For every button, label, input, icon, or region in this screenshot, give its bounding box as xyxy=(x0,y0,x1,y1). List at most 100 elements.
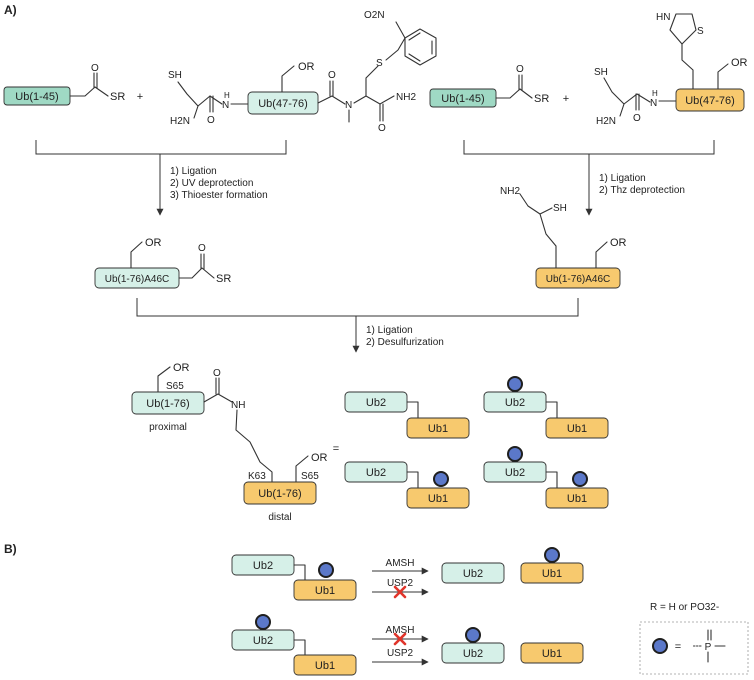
intermediate-left-label: Ub(1-76)A46C xyxy=(105,274,169,285)
ub-47-76-thz-peptide: SH H2N O N H Ub(47-76) HN S OR xyxy=(594,12,748,127)
k63-label: K63 xyxy=(248,471,266,482)
carbonyl-o-left: O xyxy=(91,63,99,74)
right-step-2: 2) Thz deprotection xyxy=(599,185,685,196)
v1-ub2-label: Ub2 xyxy=(366,397,386,409)
s65-distal: S65 xyxy=(301,471,319,482)
variant-proximal-phospho: Ub2 Ub1 xyxy=(483,376,609,439)
a2p-ub1-box xyxy=(520,642,584,664)
legend-equals: = xyxy=(675,641,681,653)
assay-1-arrows: AMSH USP2 xyxy=(372,558,429,599)
isopeptide-o: O xyxy=(213,368,221,379)
a1-ub2-label: Ub2 xyxy=(253,560,273,572)
center-step-1: 1) Ligation xyxy=(366,325,413,336)
a1-ub1-box xyxy=(293,579,357,601)
thz-s: S xyxy=(697,26,704,37)
v1-ub1-label: Ub1 xyxy=(428,423,448,435)
ub-1-45-label-right: Ub(1-45) xyxy=(441,93,484,105)
a1-ub1-label: Ub1 xyxy=(315,585,335,597)
phospho-icon-core xyxy=(574,473,586,485)
or-left-peptide: OR xyxy=(298,61,315,73)
a1p-ub2-box xyxy=(441,562,505,584)
intermediate-left: Ub(1-76)A46C OR O SR xyxy=(94,237,231,289)
left-step-3: 3) Thioester formation xyxy=(170,190,268,201)
plus-left: + xyxy=(137,91,143,103)
phospho-icon-core xyxy=(509,448,521,460)
v2-ub1-box xyxy=(545,417,609,439)
v4-ub2-label: Ub2 xyxy=(505,467,525,479)
intermediate-right: Ub(1-76)A46C NH2 SH OR xyxy=(500,186,627,289)
plus-right: + xyxy=(563,93,569,105)
v2-ub1-label: Ub1 xyxy=(567,423,587,435)
v2-ub2-label: Ub2 xyxy=(505,397,525,409)
cys-sh-right: SH xyxy=(594,67,608,78)
cys-sh-left: SH xyxy=(168,70,182,81)
amide-h-right: H xyxy=(652,89,658,98)
assay-1-substrate: Ub2 Ub1 xyxy=(231,554,357,601)
variant-double-phospho: Ub2 Ub1 xyxy=(483,446,609,509)
legend-box xyxy=(639,621,749,675)
thioester-sr-right: SR xyxy=(534,93,549,105)
or-intermediate-right: OR xyxy=(610,237,627,249)
variant-unphosphorylated: Ub2 Ub1 xyxy=(344,391,470,439)
left-bracket-arrow: 1) Ligation 2) UV deprotection 3) Thioes… xyxy=(35,140,287,216)
a2p-ub1-label: Ub1 xyxy=(542,648,562,660)
proximal-box xyxy=(131,391,205,415)
v3-ub2-label: Ub2 xyxy=(366,467,386,479)
amide-o-2: O xyxy=(328,70,336,81)
a2-ub1-label: Ub1 xyxy=(315,660,335,672)
legend: R = H or PO32- = P xyxy=(639,602,749,675)
r-definition: R = H or PO32- xyxy=(650,602,719,613)
v3-ub1-label: Ub1 xyxy=(428,493,448,505)
terminal-nh2: NH2 xyxy=(396,92,416,103)
amide-o-left: O xyxy=(207,115,215,126)
thioester-sr-intermediate: SR xyxy=(216,273,231,285)
a2-usp2-label: USP2 xyxy=(387,648,414,659)
amide-o-right: O xyxy=(633,113,641,124)
right-step-1: 1) Ligation xyxy=(599,173,646,184)
amide-n-right: N xyxy=(650,98,657,109)
ub-1-45-thioester-left: Ub(1-45) O SR xyxy=(3,63,125,106)
thioester-sr-left: SR xyxy=(110,91,125,103)
amide-o-3: O xyxy=(378,123,386,134)
right-bracket-arrow: 1) Ligation 2) Thz deprotection xyxy=(463,140,715,216)
ub-1-45-label-left: Ub(1-45) xyxy=(15,91,58,103)
a2-ub2-label: Ub2 xyxy=(253,635,273,647)
v3-ub1-box xyxy=(406,487,470,509)
phospho-icon-core xyxy=(509,378,521,390)
or-right-peptide: OR xyxy=(731,57,748,69)
or-intermediate-left: OR xyxy=(145,237,162,249)
intermediate-right-box xyxy=(535,267,621,289)
blocked-x-icon xyxy=(393,632,407,646)
panel-b-label: B) xyxy=(4,542,17,556)
panel-a-label: A) xyxy=(4,3,17,17)
thiolysine-nh2: NH2 xyxy=(500,186,520,197)
assay-1-products: Ub2 Ub1 xyxy=(441,547,584,584)
s65-proximal: S65 xyxy=(166,381,184,392)
or-distal: OR xyxy=(311,452,328,464)
assay-2-products: Ub2 Ub1 xyxy=(441,627,584,664)
left-step-1: 1) Ligation xyxy=(170,166,217,177)
carbonyl-o-intermediate: O xyxy=(198,243,206,254)
phospho-icon-core xyxy=(546,549,558,561)
assay-2-substrate: Ub2 Ub1 xyxy=(231,614,357,676)
thioether-s: S xyxy=(376,58,383,69)
diubiquitin-product: Ub(1-76) proximal OR S65 O NH Ub(1-76) d… xyxy=(131,362,339,523)
amide-h-left: H xyxy=(224,91,230,100)
blocked-x-icon xyxy=(393,585,407,599)
assay-2-arrows: AMSH USP2 xyxy=(372,625,429,666)
h2n-right: H2N xyxy=(596,116,616,127)
amide-n-left: N xyxy=(222,100,229,111)
phospho-icon-core xyxy=(257,616,269,628)
intermediate-right-label: Ub(1-76)A46C xyxy=(546,274,610,285)
phospho-icon-core xyxy=(654,640,666,652)
a1p-ub1-label: Ub1 xyxy=(542,568,562,580)
center-bracket-arrow: 1) Ligation 2) Desulfurization xyxy=(136,298,579,353)
a2-amsh-label: AMSH xyxy=(386,625,415,636)
a1-usp2-label: USP2 xyxy=(387,578,414,589)
a1-amsh-label: AMSH xyxy=(386,558,415,569)
v4-ub1-label: Ub1 xyxy=(567,493,587,505)
ub-1-45-thioester-right: Ub(1-45) O SR xyxy=(429,64,549,108)
phosphate-structure-icon: P xyxy=(691,629,726,663)
a2-ub1-box xyxy=(293,654,357,676)
